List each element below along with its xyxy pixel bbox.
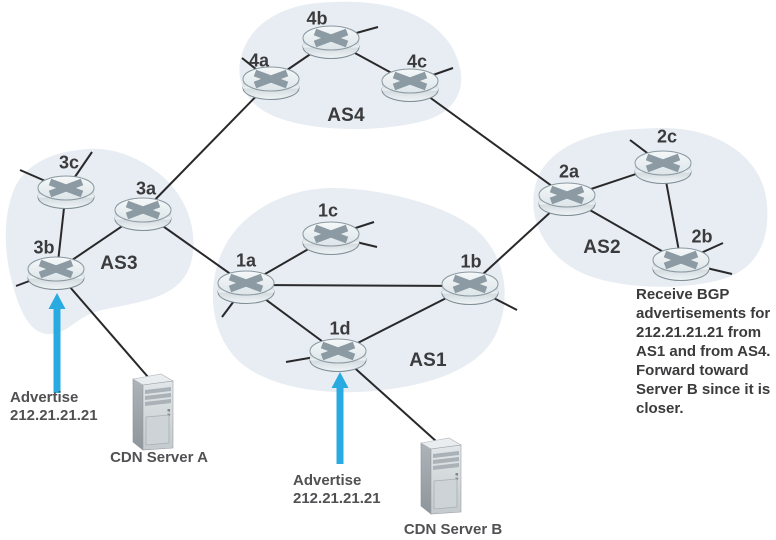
cdn-server-a-icon (132, 373, 174, 451)
router-4c-icon (382, 69, 438, 102)
link-4c-2a (409, 82, 568, 198)
router-label-4c: 4c (406, 51, 428, 72)
router-label-2c: 2c (656, 126, 678, 147)
router-1d-icon (310, 339, 366, 372)
router-label-1b: 1b (460, 251, 482, 272)
link-3b-server-a (55, 270, 149, 378)
router-1b-icon (442, 272, 498, 305)
router-3a-icon (115, 198, 171, 231)
advertise-b-text: Advertise 212.21.21.21 (293, 472, 381, 507)
advertise-a-text: Advertise 212.21.21.21 (10, 389, 98, 424)
router-label-3b: 3b (33, 237, 55, 258)
receive-bgp-note: Receive BGP advertisements for 212.21.21… (636, 286, 771, 417)
router-2c-icon (635, 151, 691, 184)
router-label-2b: 2b (691, 226, 713, 247)
router-3c-icon (38, 176, 94, 209)
router-label-4b: 4b (306, 8, 328, 29)
router-label-1d: 1d (329, 318, 351, 339)
router-label-1a: 1a (235, 250, 257, 271)
router-label-1c: 1c (317, 200, 339, 221)
router-1a-icon (218, 271, 274, 304)
router-label-4a: 4a (248, 50, 270, 71)
as4-label: AS4 (327, 105, 365, 126)
advertise-arrow-a (48, 293, 66, 393)
cloud-as1 (212, 188, 505, 393)
router-label-3c: 3c (58, 152, 80, 173)
router-3b-icon (28, 257, 84, 290)
router-label-2a: 2a (558, 161, 580, 182)
link-4a-3a (142, 80, 272, 213)
router-4a-icon (243, 67, 299, 100)
cdn-server-a-label: CDN Server A (110, 449, 208, 466)
router-label-3a: 3a (135, 178, 157, 199)
router-1c-icon (303, 222, 359, 255)
cloud-as2 (533, 128, 768, 287)
as1-label: AS1 (409, 350, 447, 371)
cdn-server-b-icon (420, 437, 462, 515)
router-4b-icon (303, 26, 359, 59)
advertise-arrow-b (331, 372, 349, 464)
link-1a-1b (245, 284, 471, 287)
as2-label: AS2 (583, 237, 621, 258)
cdn-server-b-label: CDN Server B (403, 521, 503, 538)
advertise-arrows (48, 293, 349, 464)
router-2a-icon (539, 183, 595, 216)
as3-label: AS3 (100, 253, 138, 274)
router-2b-icon (653, 248, 709, 281)
